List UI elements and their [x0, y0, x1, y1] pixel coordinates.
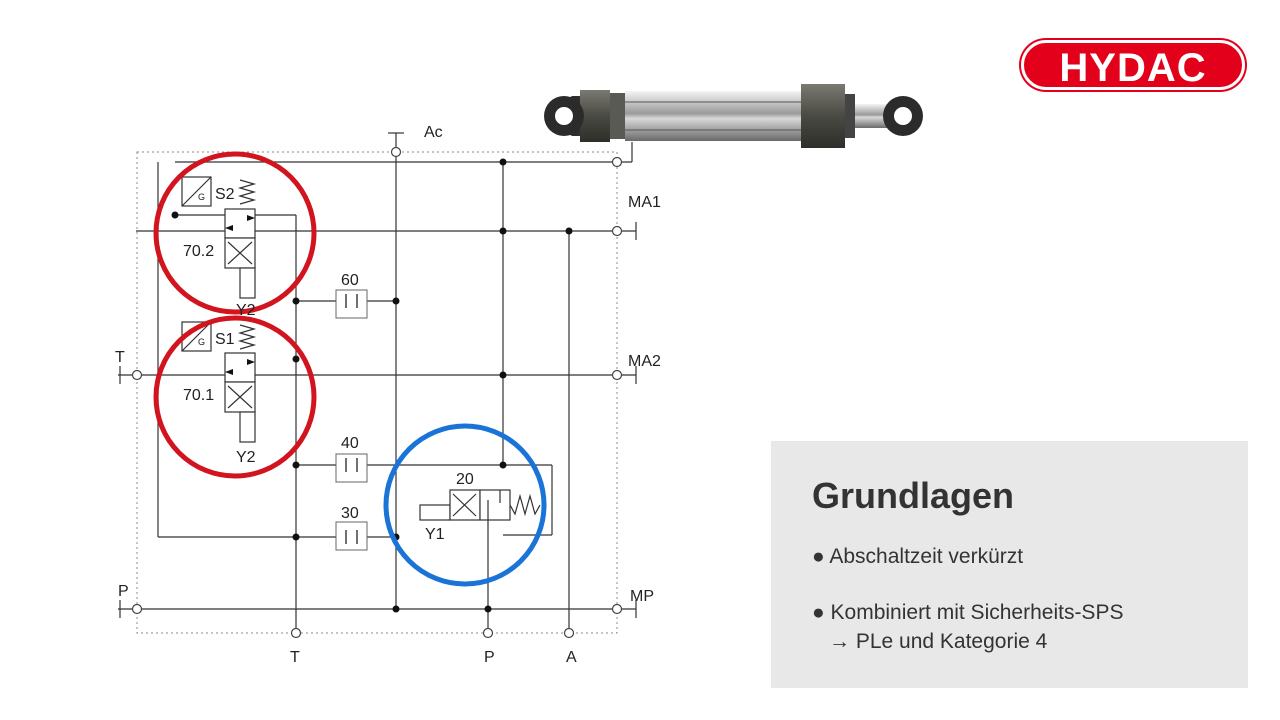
- label-70-1: 70.1: [183, 387, 214, 404]
- label-orifice-60: 60: [341, 272, 359, 289]
- port-label-ma2: MA2: [628, 353, 661, 370]
- label-g-bottom: G: [198, 337, 205, 347]
- label-s1: S1: [215, 331, 235, 348]
- hydraulic-cylinder-image: [544, 84, 923, 148]
- label-orifice-30: 30: [341, 505, 359, 522]
- label-70-2: 70.2: [183, 243, 214, 260]
- label-y2-top: Y2: [236, 302, 256, 319]
- highlight-circle-70-1: [153, 315, 317, 479]
- port-label-p-left: P: [118, 583, 129, 600]
- port-label-a-bottom: A: [566, 649, 577, 666]
- port-label-ma1: MA1: [628, 194, 661, 211]
- valve-20: [419, 489, 541, 521]
- label-s2: S2: [215, 186, 235, 203]
- info-panel: Grundlagen ● Abschaltzeit verkürzt ● Kom…: [771, 441, 1248, 688]
- bullet-1: ● Abschaltzeit verkürzt: [812, 545, 1024, 568]
- highlight-circle-20: [383, 423, 547, 587]
- bullet-2-sub: → PLe und Kategorie 4: [829, 630, 1048, 653]
- orifice-blocks: [335, 289, 368, 551]
- hydraulic-lines: [118, 132, 637, 633]
- bullet-2: ● Kombiniert mit Sicherheits-SPS: [812, 601, 1124, 624]
- highlight-circle-70-2: [153, 151, 317, 315]
- label-y2-bottom: Y2: [236, 449, 256, 466]
- port-label-t-left: T: [115, 349, 125, 366]
- port-label-ac: Ac: [424, 124, 443, 141]
- valve-70-2: [181, 176, 257, 299]
- label-g-top: G: [198, 192, 205, 202]
- port-label-p-bottom: P: [484, 649, 495, 666]
- panel-title: Grundlagen: [812, 475, 1015, 516]
- port-label-mp: MP: [630, 588, 654, 605]
- hydac-logo: HYDAC: [1021, 40, 1245, 90]
- block-boundary: [136, 151, 618, 634]
- label-y1: Y1: [425, 526, 445, 543]
- label-valve-20: 20: [456, 471, 474, 488]
- port-label-t-bottom: T: [290, 649, 300, 666]
- junction-dots: [171, 158, 573, 613]
- port-circles: [131, 146, 623, 639]
- label-orifice-40: 40: [341, 435, 359, 452]
